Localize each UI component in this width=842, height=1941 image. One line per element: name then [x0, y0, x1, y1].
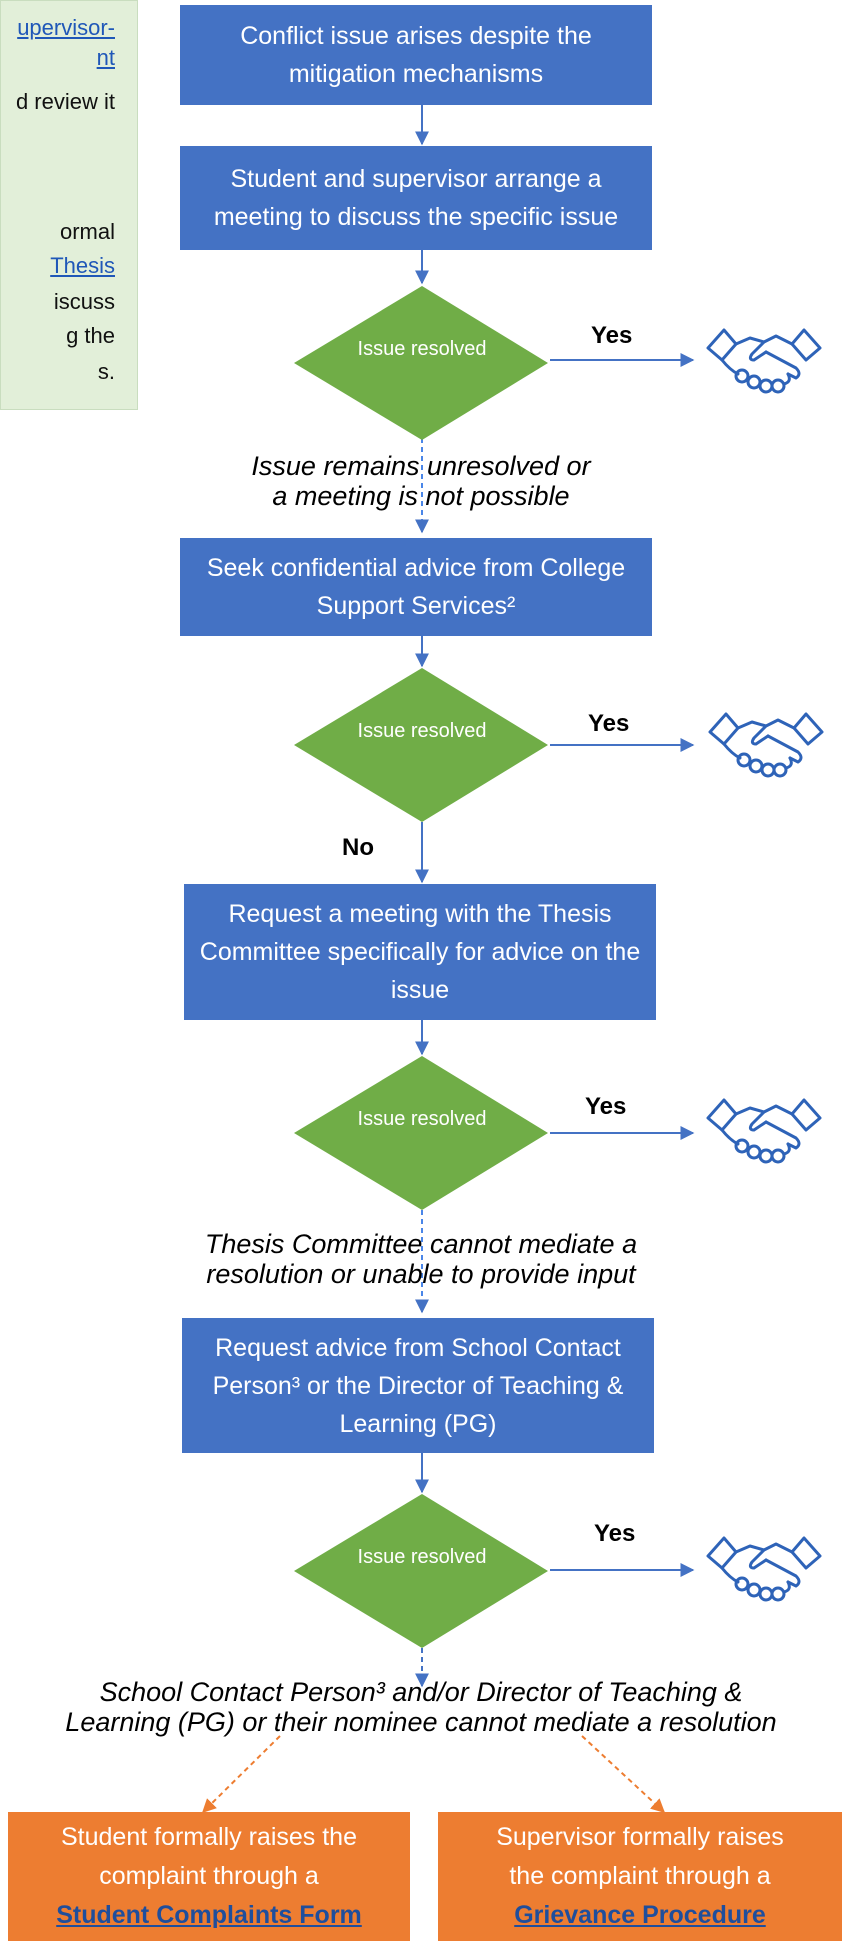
decision-label-3: Issue resolved — [357, 1108, 487, 1130]
decision-diamond-3 — [294, 1056, 548, 1210]
grievance-procedure-link[interactable]: Grievance Procedure — [514, 1901, 766, 1929]
student-complaints-form-link[interactable]: Student Complaints Form — [56, 1901, 362, 1929]
outcome-supervisor-text: Supervisor formally raises the complaint… — [496, 1823, 784, 1890]
decision-label-4: Issue resolved — [357, 1546, 487, 1568]
step-conflict-arises: Conflict issue arises despite the mitiga… — [180, 5, 652, 105]
connector-note3-student — [202, 1735, 281, 1813]
side-note-line-4: ormal — [59, 219, 115, 244]
side-note-line-7: g the — [66, 323, 115, 348]
step-college-support: Seek confidential advice from College Su… — [180, 538, 652, 636]
outcome-supervisor-grievance: Supervisor formally raises the complaint… — [438, 1812, 842, 1941]
decision-diamond-2 — [294, 668, 548, 822]
supervisor-agreement-link[interactable]: upervisor- — [17, 15, 115, 40]
outcome-student-complaint: Student formally raises the complaint th… — [8, 1812, 410, 1941]
side-note-line-8: s. — [97, 359, 115, 384]
yes-label-2: Yes — [588, 710, 630, 737]
side-note-panel: upervisor- nt d review it ormal Thesis i… — [0, 0, 138, 410]
note-committee-line-1: Thesis Committee cannot mediate a — [204, 1229, 638, 1259]
decision-label-2: Issue resolved — [357, 720, 487, 742]
thesis-link[interactable]: Thesis — [50, 253, 115, 278]
outcome-student-text: Student formally raises the complaint th… — [61, 1823, 357, 1890]
side-note-line-2[interactable]: nt — [97, 43, 115, 73]
decision-label-1: Issue resolved — [357, 338, 487, 360]
note-committee-line-2: resolution or unable to provide input — [206, 1259, 636, 1289]
supervisor-agreement-link-cont[interactable]: nt — [96, 45, 115, 70]
connector-note3-supervisor — [581, 1735, 666, 1813]
decision-diamond-4 — [294, 1494, 548, 1648]
handshake-icon — [708, 712, 824, 778]
step-arrange-meeting: Student and supervisor arrange a meeting… — [180, 146, 652, 250]
side-note-line-3: d review it — [15, 89, 115, 114]
note-school-line-1: School Contact Person³ and/or Director o… — [99, 1677, 743, 1707]
side-note-line-1[interactable]: upervisor- — [17, 13, 115, 43]
side-note-line-6: iscuss — [53, 289, 115, 314]
step-thesis-committee: Request a meeting with the Thesis Commit… — [184, 884, 656, 1020]
decision-diamond-1 — [294, 286, 548, 440]
note-unresolved-line-2: a meeting is not possible — [272, 481, 570, 511]
handshake-icon — [706, 328, 822, 394]
handshake-icon — [706, 1098, 822, 1164]
no-label: No — [342, 834, 374, 861]
side-note-line-5[interactable]: Thesis — [50, 251, 115, 281]
step-school-contact: Request advice from School Contact Perso… — [182, 1318, 654, 1453]
yes-label-3: Yes — [585, 1093, 627, 1120]
note-unresolved-line-1: Issue remains unresolved or — [251, 451, 591, 481]
note-school-line-2: Learning (PG) or their nominee cannot me… — [65, 1707, 777, 1737]
yes-label-1: Yes — [591, 322, 633, 349]
handshake-icon — [706, 1536, 822, 1602]
yes-label-4: Yes — [594, 1520, 636, 1547]
